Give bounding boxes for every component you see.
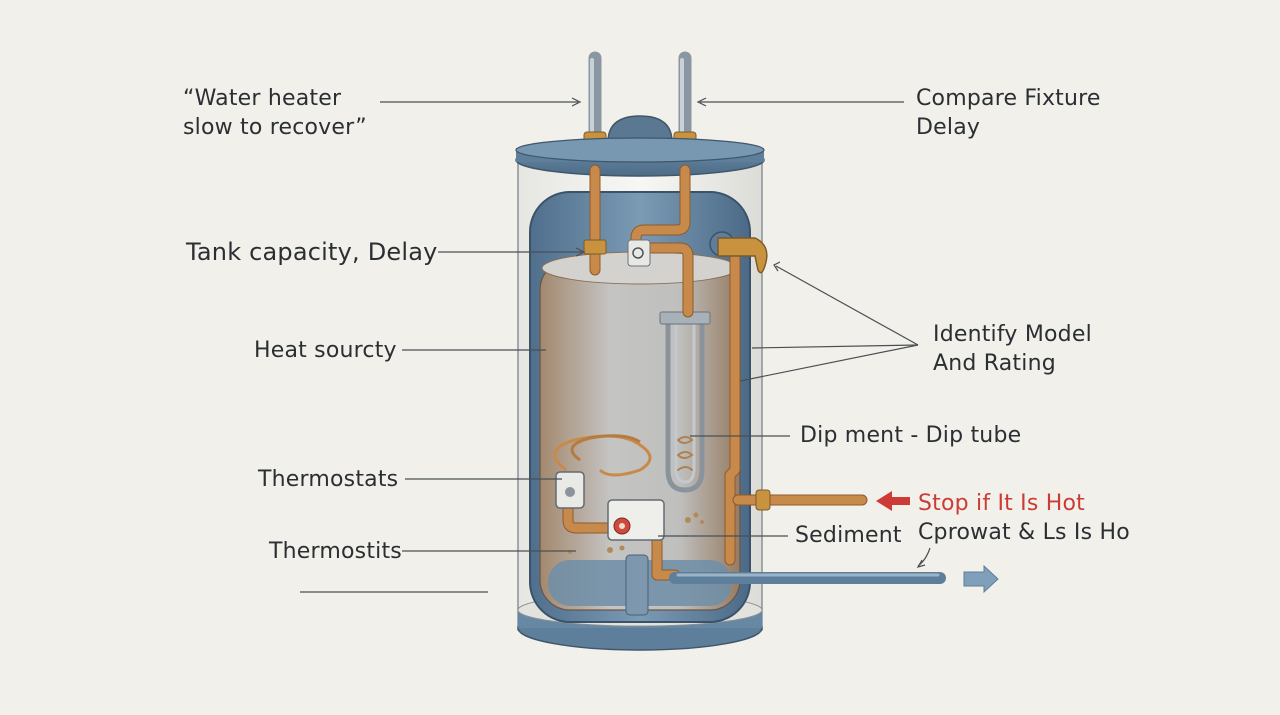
label-dip-tube: Dip ment - Dip tube	[800, 423, 1022, 448]
label-heat-source: Heat sourcty	[254, 338, 397, 363]
fittings	[583, 231, 768, 274]
heating-element	[659, 311, 711, 493]
label-compare-fixture-delay: Compare Fixture Delay	[916, 86, 1101, 140]
label-slow-recover: “Water heater slow to recover”	[183, 86, 367, 140]
sediment-specks	[568, 512, 704, 554]
drain-outlet	[625, 554, 999, 616]
leader-lines	[380, 97, 931, 568]
thermostat-lower	[607, 499, 665, 541]
warning-arrow-icon	[876, 491, 910, 511]
thermostat-upper	[555, 471, 585, 509]
label-identify-model: Identify Model And Rating	[933, 322, 1092, 376]
label-cprowat: Cprowat & Ls Is Ho	[918, 520, 1130, 545]
label-stop-if-hot: Stop if It Is Hot	[918, 491, 1085, 516]
label-thermostats: Thermostats	[258, 467, 399, 492]
label-tank-capacity: Tank capacity, Delay	[186, 238, 438, 266]
label-sediment: Sediment	[795, 523, 902, 548]
top-cap	[515, 137, 765, 177]
label-thermostits: Thermostits	[269, 539, 402, 564]
